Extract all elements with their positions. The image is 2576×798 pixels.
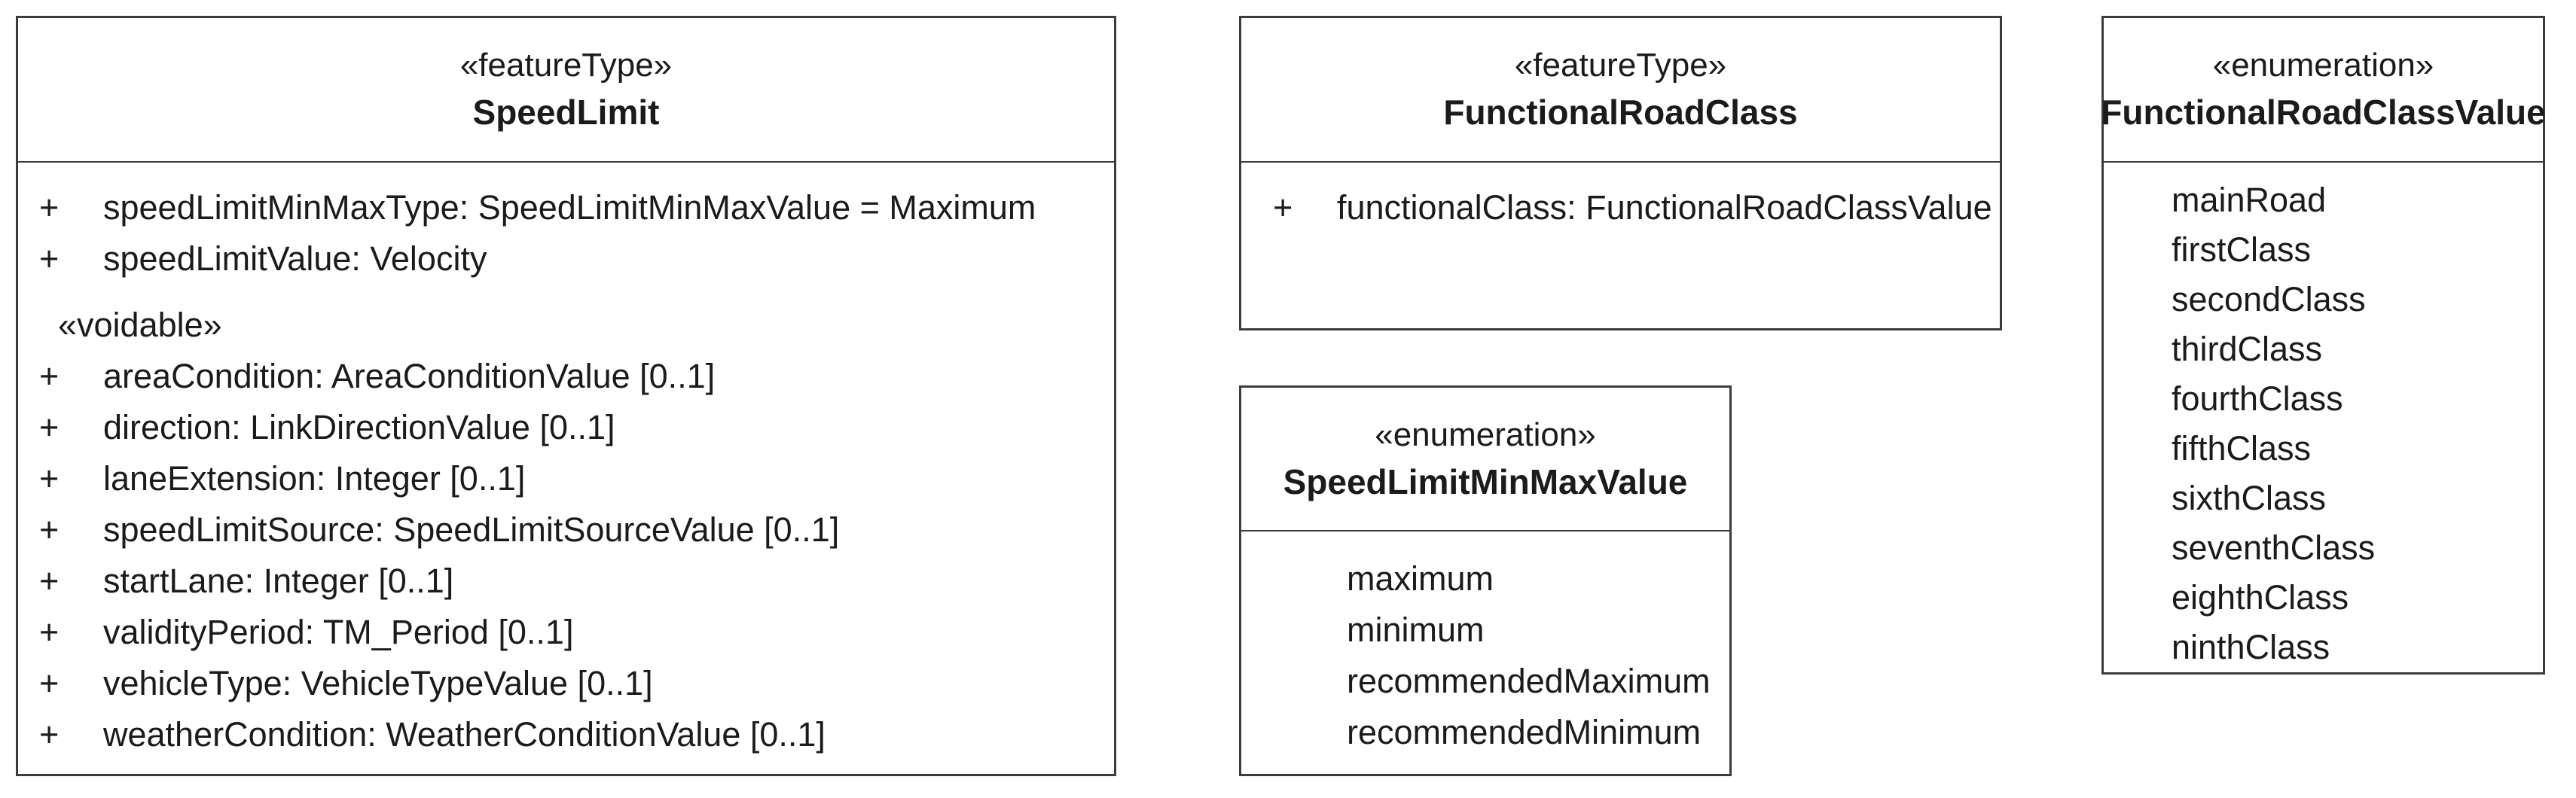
attribute-text: weatherCondition: WeatherConditionValue …: [103, 715, 826, 754]
attribute-visibility: +: [39, 613, 60, 651]
attribute-text: laneExtension: Integer [0..1]: [103, 459, 526, 498]
enum-literal: fifthClass: [2172, 429, 2312, 468]
attribute-row: + validityPeriod: TM_Period [0..1]: [18, 607, 1114, 658]
enum-literal: thirdClass: [2172, 330, 2323, 368]
class-header: «enumeration» SpeedLimitMinMaxValue: [1241, 388, 1729, 531]
attribute-row: + speedLimitMinMaxType: SpeedLimitMinMax…: [18, 182, 1114, 233]
enum-literal: secondClass: [2172, 280, 2366, 318]
class-header: «featureType» FunctionalRoadClass: [1241, 18, 2000, 163]
attribute-row: + speedLimitSource: SpeedLimitSourceValu…: [18, 504, 1114, 556]
attribute-text: speedLimitValue: Velocity: [103, 239, 487, 278]
attribute-row: + direction: LinkDirectionValue [0..1]: [18, 402, 1114, 453]
attribute-visibility: +: [39, 562, 60, 600]
voidable-stereotype: «voidable»: [58, 306, 222, 344]
attribute-row: + areaCondition: AreaConditionValue [0..…: [18, 351, 1114, 402]
class-name: SpeedLimitMinMaxValue: [1283, 461, 1688, 501]
class-attribute-compartment: + speedLimitMinMaxType: SpeedLimitMinMax…: [18, 163, 1114, 760]
attribute-visibility: +: [39, 459, 60, 498]
attribute-row: + vehicleType: VehicleTypeValue [0..1]: [18, 658, 1114, 709]
uml-class-functional-road-class: «featureType» FunctionalRoadClass + func…: [1239, 16, 2002, 330]
uml-enumeration-speed-limit-min-max-value: «enumeration» SpeedLimitMinMaxValue maxi…: [1239, 385, 1732, 776]
class-stereotype: «featureType»: [1514, 47, 1727, 84]
enum-literal: seventhClass: [2172, 528, 2376, 567]
attribute-text: areaCondition: AreaConditionValue [0..1]: [103, 357, 716, 395]
attribute-visibility: +: [39, 357, 60, 395]
class-header: «enumeration» FunctionalRoadClassValue: [2101, 18, 2546, 163]
attribute-visibility: +: [39, 408, 60, 446]
attribute-text: functionalClass: FunctionalRoadClassValu…: [1337, 188, 1992, 227]
attribute-visibility: +: [39, 188, 60, 227]
enum-literal: fourthClass: [2172, 379, 2343, 418]
uml-enumeration-functional-road-class-value: «enumeration» FunctionalRoadClassValue m…: [2101, 16, 2546, 675]
attribute-visibility: +: [39, 664, 60, 702]
attribute-text: direction: LinkDirectionValue [0..1]: [103, 408, 615, 446]
attribute-visibility: +: [39, 510, 60, 549]
class-stereotype: «enumeration»: [1375, 416, 1596, 453]
enum-literal: ninthClass: [2172, 628, 2330, 666]
class-header: «featureType» SpeedLimit: [18, 18, 1114, 163]
enum-literal: minimum: [1347, 611, 1485, 649]
enum-literal: sixthClass: [2172, 479, 2327, 517]
attribute-row: + startLane: Integer [0..1]: [18, 556, 1114, 607]
enum-literal: recommendedMinimum: [1347, 713, 1702, 751]
attribute-row: + weatherCondition: WeatherConditionValu…: [18, 709, 1114, 760]
attribute-text: validityPeriod: TM_Period [0..1]: [103, 613, 574, 651]
class-stereotype: «enumeration»: [2212, 47, 2434, 84]
enum-literal: eighthClass: [2172, 578, 2349, 617]
attribute-text: speedLimitSource: SpeedLimitSourceValue …: [103, 510, 840, 549]
enum-literal-compartment: mainRoad firstClass secondClass thirdCla…: [2104, 163, 2543, 672]
uml-class-speed-limit: «featureType» SpeedLimit + speedLimitMin…: [16, 16, 1116, 776]
attribute-visibility: +: [1273, 188, 1293, 227]
enum-literal: firstClass: [2172, 230, 2312, 269]
attribute-row: + speedLimitValue: Velocity: [18, 233, 1114, 285]
enum-literal: maximum: [1347, 559, 1494, 598]
attribute-row: + laneExtension: Integer [0..1]: [18, 453, 1114, 504]
attribute-visibility: +: [39, 239, 60, 278]
class-stereotype: «featureType»: [459, 47, 673, 84]
attribute-visibility: +: [39, 715, 60, 754]
class-name: FunctionalRoadClass: [1443, 93, 1798, 132]
class-name: FunctionalRoadClassValue: [2101, 93, 2546, 132]
attribute-text: vehicleType: VehicleTypeValue [0..1]: [103, 664, 653, 702]
class-attribute-compartment: + functionalClass: FunctionalRoadClassVa…: [1241, 163, 2000, 233]
attribute-text: speedLimitMinMaxType: SpeedLimitMinMaxVa…: [103, 188, 1036, 227]
class-name: SpeedLimit: [472, 93, 660, 132]
attribute-row: + functionalClass: FunctionalRoadClassVa…: [1241, 182, 2000, 233]
attribute-text: startLane: Integer [0..1]: [103, 562, 454, 600]
enum-literal-compartment: maximum minimum recommendedMaximum recom…: [1241, 531, 1729, 758]
enum-literal: recommendedMaximum: [1347, 662, 1711, 700]
enum-literal: mainRoad: [2172, 181, 2327, 219]
